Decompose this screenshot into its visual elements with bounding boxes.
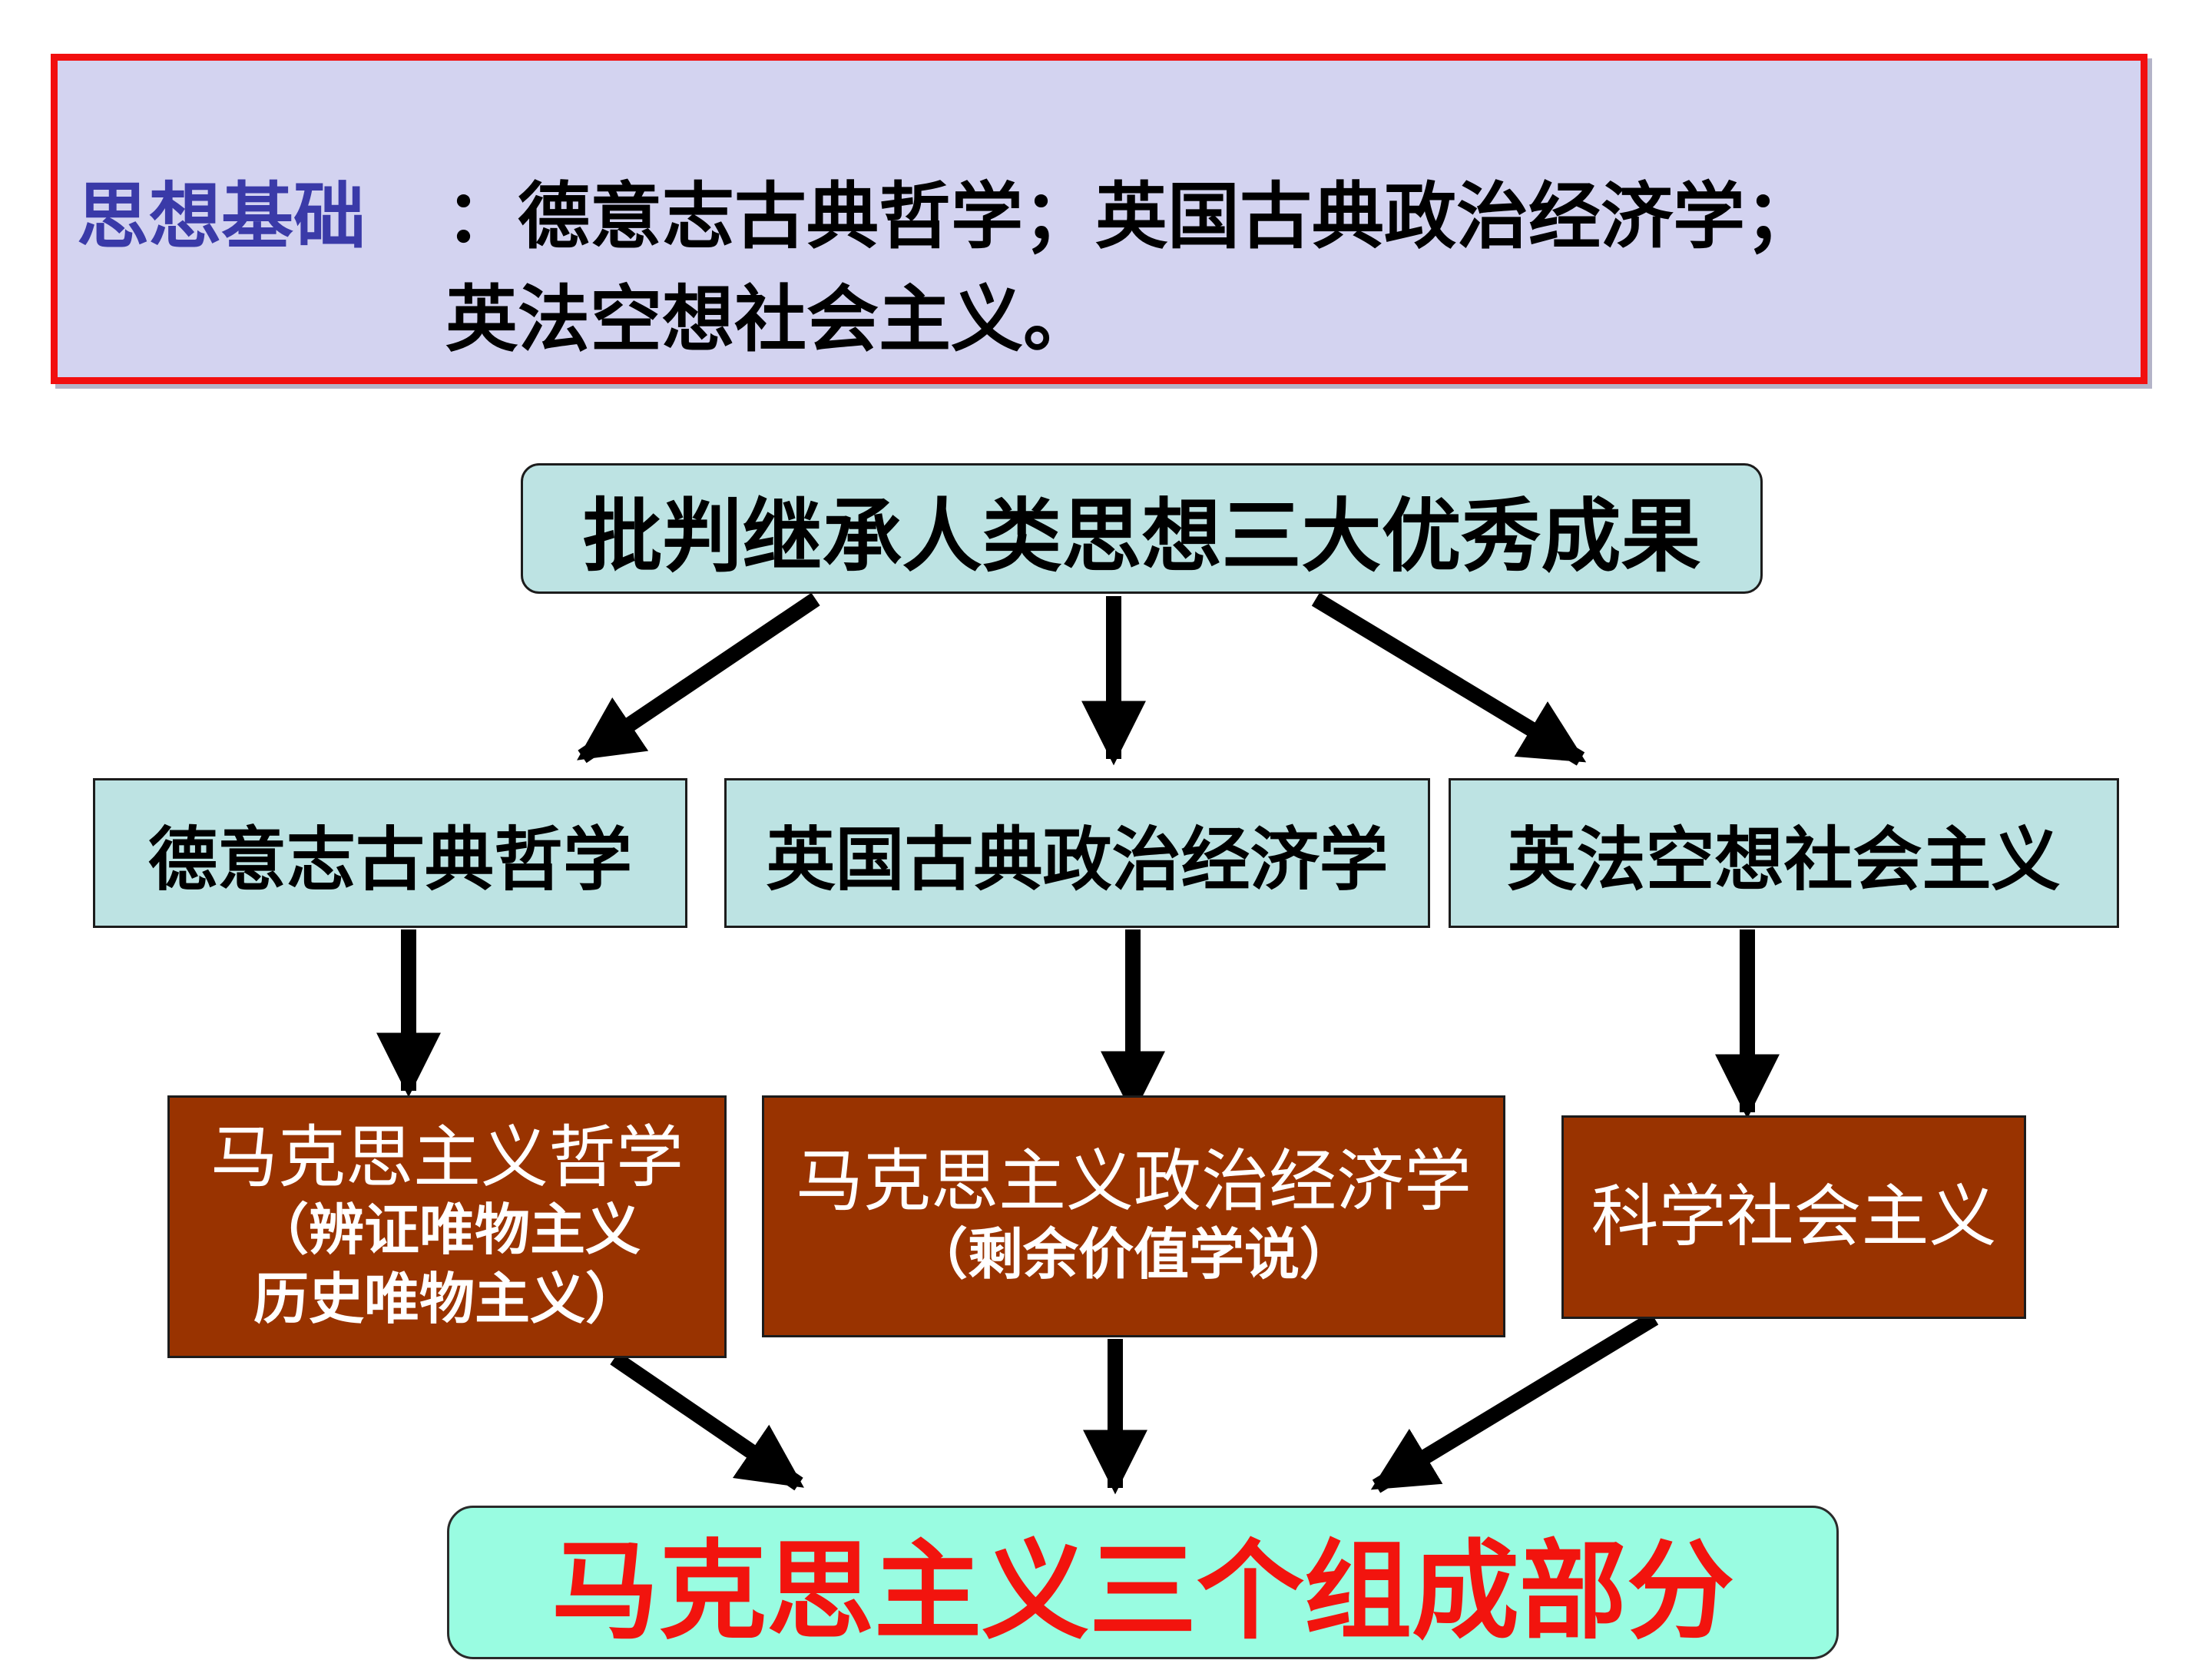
banner-label: 思想基础 bbox=[77, 175, 366, 259]
arrow-low1-to-bottom bbox=[610, 1351, 804, 1491]
bottom-box: 马克思主义三个组成部分 bbox=[447, 1506, 1839, 1659]
low-box-title: 科学社会主义 bbox=[1591, 1177, 1997, 1257]
mid-box-utopian-socialism: 英法空想社会主义 bbox=[1449, 778, 2119, 928]
low-box-title: 马克思主义政治经济学 bbox=[795, 1141, 1472, 1221]
top-box: 批判继承人类思想三大优秀成果 bbox=[521, 463, 1763, 594]
mid-box-british-economics: 英国古典政治经济学 bbox=[724, 778, 1430, 928]
arrow-low3-to-bottom bbox=[1370, 1311, 1659, 1493]
foundation-banner bbox=[51, 54, 2147, 384]
banner-line-2: 英法空想社会主义。 bbox=[445, 278, 1096, 362]
arrow-top-to-right bbox=[1311, 592, 1587, 766]
low-box-subtitle: （剩余价值学说） bbox=[912, 1221, 1355, 1287]
low-box-subtitle: 历史唯物主义） bbox=[253, 1267, 641, 1332]
arrow-top-to-left bbox=[577, 592, 820, 764]
low-box-marxist-economics: 马克思主义政治经济学 （剩余价值学说） bbox=[762, 1095, 1505, 1337]
low-box-title: 马克思主义哲学 bbox=[210, 1117, 684, 1197]
banner-line-1: ：德意志古典哲学；英国古典政治经济学； bbox=[445, 175, 1818, 259]
low-box-scientific-socialism: 科学社会主义 bbox=[1561, 1115, 2026, 1319]
low-box-subtitle: （辨证唯物主义 bbox=[253, 1198, 641, 1263]
low-box-marxist-philosophy: 马克思主义哲学 （辨证唯物主义 历史唯物主义） bbox=[167, 1095, 727, 1358]
mid-box-german-philosophy: 德意志古典哲学 bbox=[93, 778, 687, 928]
